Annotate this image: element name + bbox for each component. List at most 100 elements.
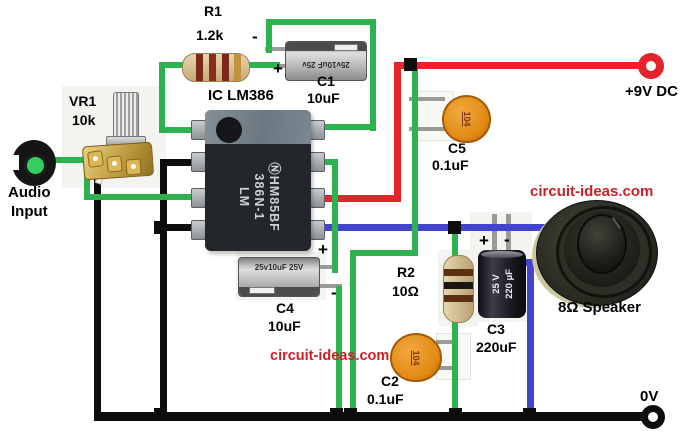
wire-blue-pin5-output [311,224,545,231]
c4-lead-positive [315,265,337,269]
c3-lead-negative [506,214,511,254]
wire-black-pin4 [160,224,198,231]
watermark-bottom: circuit-ideas.com [270,348,390,364]
capacitor-c5: 104 [442,95,491,143]
wire-red-supply-rail [394,62,648,69]
junction-bus-3 [344,408,357,421]
national-semiconductor-logo-icon: Ⓝ [267,162,281,176]
capacitor-c4: 25v10uF 25V [238,257,320,297]
r1-band-4 [234,54,241,81]
wire-green-pin1 [159,127,198,133]
ic-marking-part2: 386N-1 [252,173,266,221]
wire-green-c5-horizontal [350,250,418,256]
wire-green-r1-left-vertical [159,62,165,133]
vr1-ref-label: VR1 [69,93,97,109]
wire-green-top-run [266,19,376,25]
c2-lead-top [436,340,456,344]
capacitor-c2: 104 [390,333,442,382]
c4-lead-negative [317,284,342,288]
capacitor-c3 [478,250,526,318]
r2-band-3 [444,295,473,302]
watermark-top: circuit-ideas.com [530,183,654,200]
wire-green-c5-to-ground [350,250,356,416]
r1-band-3 [222,54,229,81]
junction-bus-4 [449,408,462,421]
c1-minus-label: - [252,27,258,46]
c3-body-text: 25 V 220 µF [490,257,516,311]
vr1-lug-left [86,150,105,168]
r1-ref-label: R1 [204,3,222,19]
c4-minus-label: - [331,283,337,302]
wire-red-vertical [394,62,401,202]
c4-ref-label: C4 [276,300,294,316]
r2-band-1 [444,269,473,276]
c1-body-text: 25v10uF 25v [302,60,350,69]
wire-green-c4-to-ground [336,286,342,416]
resistor-r2 [443,255,474,323]
ic-marking-lot: HM85BF [267,175,281,232]
ic-marking-lot-line: ⓃHM85BF [266,160,281,234]
speaker-dust-cap [577,214,627,274]
wire-green-down-to-pin8 [370,19,376,131]
wire-black-ground-bus [94,412,656,421]
c5-value-label: 0.1uF [432,157,469,173]
wire-black-pin2 [160,159,198,166]
ic-label: IC LM386 [208,87,274,104]
audio-input-jack-notch [8,155,19,170]
c4-stripe [239,287,319,296]
c3-ref-label: C3 [487,321,505,337]
wire-green-wiper-to-pin3 [84,194,198,200]
c1-stripe [286,42,366,51]
capacitor-c1: 25v10uF 25v [285,41,367,81]
ic-marking-part1: LM [237,186,251,208]
c4-body-text: 25v10uF 25V [254,263,304,272]
c5-body-text: 104 [461,111,472,127]
resistor-r1 [182,53,250,82]
junction-bus-1 [154,408,167,421]
wire-black-pin2-pin4-to-ground [160,159,167,421]
wire-black-vr1-to-ground [94,172,101,421]
c4-plus-label: + [318,240,328,259]
speaker-label: 8Ω Speaker [558,299,641,316]
wire-green-pin8 [311,124,376,130]
wire-red-pin6 [311,195,401,202]
wire-green-r2-to-ground [452,316,458,416]
terminal-0v-negative [641,405,665,429]
junction-bus-5 [523,408,536,421]
wire-green-jack-to-vr1 [42,157,94,163]
junction-pin4 [154,221,167,234]
vr1-lug-middle [106,155,123,173]
c4-value-label: 10uF [268,318,301,334]
audio-input-jack-tip [24,154,47,177]
audio-input-label-line1: Audio [8,184,51,201]
r2-ref-label: R2 [397,264,415,280]
power-positive-label: +9V DC [625,83,678,100]
junction-supply-c5 [404,58,417,71]
wire-blue-speaker-to-ground [527,259,534,417]
c1-lead-negative [265,47,287,51]
c5-lead-top [409,97,445,101]
junction-output-r2 [448,221,461,234]
wire-green-c1-minus-up [266,19,272,53]
vr1-lug-right [125,158,142,176]
r1-band-1 [196,54,203,81]
power-negative-label: 0V [640,388,659,405]
c3-top-cap [481,251,523,258]
c1-value-label: 10uF [307,90,340,106]
vr1-shaft [113,92,139,144]
terminal-9v-positive [638,53,664,79]
c2-lead-bottom [436,366,456,370]
audio-input-label-line2: Input [11,203,48,220]
c2-ref-label: C2 [381,373,399,389]
wire-green-c5-vertical [412,69,418,256]
ic-pin1-marker-dot [216,117,242,143]
c4-vent [249,287,275,294]
c3-body-text-voltage: 25 V [491,274,502,294]
vr1-value-label: 10k [72,112,96,128]
r1-value-label: 1.2k [196,27,224,43]
c2-value-label: 0.1uF [367,391,404,407]
c3-value-label: 220uF [476,339,517,355]
c5-lead-bottom [409,127,445,131]
c1-vent [334,44,358,51]
